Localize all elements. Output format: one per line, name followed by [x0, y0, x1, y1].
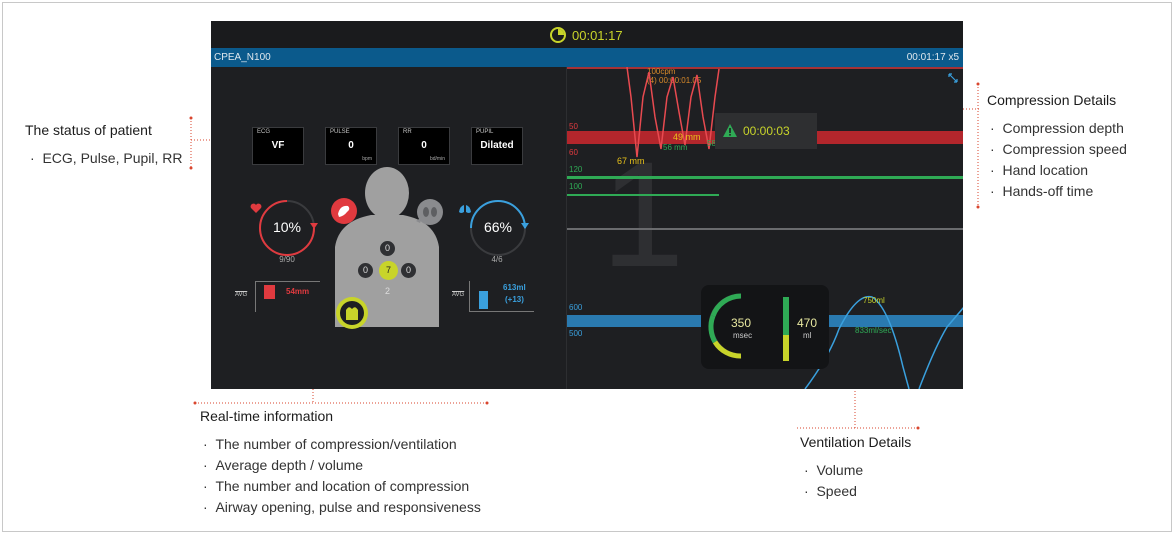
ventilation-details-title: Ventilation Details [800, 434, 912, 450]
hand-location-left: 0 [358, 263, 373, 278]
volume-gauge-unit: ml [803, 331, 812, 340]
airway-icon [331, 198, 357, 224]
depth-label-3: 49 mm [673, 132, 701, 142]
hand-location-right: 0 [401, 263, 416, 278]
compression-avg-label: AVG [235, 292, 248, 298]
mannequin-torso [335, 167, 439, 327]
big-compression-digit: 1 [601, 130, 685, 298]
realtime-item: · The number of compression/ventilation [203, 436, 457, 452]
label-500: 500 [569, 329, 583, 338]
speed-lower-line [567, 194, 719, 196]
compression-details-item: · Hands-off time [990, 183, 1094, 199]
ventilation-count: 4/6 [491, 255, 503, 264]
ventilation-rate-ring [470, 200, 529, 256]
compression-waveform [626, 67, 720, 158]
scenario-name: CPEA_N100 [214, 52, 271, 63]
patient-panel: ECG VF PULSE 0 bpm RR 0 bd/min PUPIL Dil… [211, 67, 565, 389]
time-gauge-arc [708, 293, 742, 359]
hand-location-top: 0 [380, 241, 395, 256]
compression-rate: 10% [272, 219, 302, 235]
hands-off-time: 00:00:03 [743, 124, 790, 138]
depth-label-2: 56 mm [663, 143, 688, 152]
compression-rate-ring [259, 200, 318, 256]
time-gauge-unit: msec [733, 331, 753, 340]
depth-label-1: 67 mm [617, 156, 645, 166]
volume-gauge-bar [783, 297, 789, 361]
elapsed-timer: 00:01:17 [572, 28, 623, 43]
pulse-check-icon [336, 297, 368, 329]
vital-rr: RR 0 bd/min [398, 127, 450, 165]
compression-details-item: · Hand location [990, 162, 1089, 178]
compression-count: 9/90 [279, 255, 295, 264]
speed-baseline [567, 228, 963, 230]
compression-details-title: Compression Details [987, 92, 1117, 108]
lungs-icon [459, 205, 471, 213]
realtime-item: · The number and location of compression [203, 478, 470, 494]
patient-status-item: · ECG, Pulse, Pupil, RR [30, 150, 183, 166]
label-120: 120 [569, 165, 583, 174]
time-gauge-value: 350 [731, 316, 752, 330]
ventilation-details-item: · Speed [804, 483, 857, 499]
compression-avg-depth: 54mm [286, 287, 310, 296]
simulator-screen: 00:01:17 CPEA_N100 00:01:17 x5 ECG VF PU… [211, 21, 963, 389]
ventilation-speed: 833ml/sec [855, 326, 892, 335]
timer-bar: 00:01:17 [211, 21, 963, 48]
hands-off-alert: 00:00:03 [715, 113, 817, 149]
compression-details-item: · Compression speed [990, 141, 1127, 157]
label-50: 50 [569, 122, 578, 131]
label-60: 60 [569, 148, 578, 157]
time-speed: 00:01:17 x5 [906, 52, 959, 63]
responsiveness-icon [416, 199, 443, 225]
realtime-item: · Average depth / volume [203, 457, 364, 473]
vital-pupil: PUPIL Dilated [471, 127, 523, 165]
waveform-panel: 1 50 60 100cpm (4) 00:00:01.05 67 mm 56 … [566, 67, 963, 389]
label-600: 600 [569, 303, 583, 312]
vital-pulse: PULSE 0 bpm [325, 127, 377, 165]
heart-icon [250, 203, 262, 213]
compression-rate-header: 100cpm [647, 67, 676, 76]
ventilation-rate: 66% [483, 219, 513, 235]
vital-ecg: ECG VF [252, 127, 304, 165]
compression-avg-bracket [255, 281, 320, 312]
compression-details-item: · Compression depth [990, 120, 1124, 136]
ventilation-details-item: · Volume [804, 462, 864, 478]
realtime-title: Real-time information [200, 408, 334, 424]
ventilation-avg-volume: 613ml [503, 283, 526, 292]
compression-upper-line [567, 67, 963, 69]
ventilation-avg-label: AVG [452, 292, 465, 298]
realtime-item: · Airway opening, pulse and responsivene… [203, 499, 481, 515]
warning-icon [723, 124, 737, 137]
ventilation-avg-bracket [469, 281, 534, 312]
compression-avg-bar [264, 285, 275, 299]
hand-location-bottom: 2 [384, 286, 390, 296]
clock-icon [550, 27, 566, 43]
ventilation-avg-bar [479, 291, 488, 309]
expand-icon [948, 73, 958, 83]
ventilation-avg-delta: (+13) [505, 295, 524, 304]
ventilation-gauge: 350 msec 470 ml [701, 285, 829, 369]
patient-status-title: The status of patient [25, 122, 152, 138]
label-100: 100 [569, 182, 583, 191]
ventilation-volume: 750ml [863, 296, 885, 305]
scenario-titlebar: CPEA_N100 00:01:17 x5 [211, 48, 963, 67]
volume-gauge-value: 470 [797, 316, 818, 330]
speed-upper-line [567, 176, 963, 179]
hand-location-center: 7 [379, 261, 398, 280]
